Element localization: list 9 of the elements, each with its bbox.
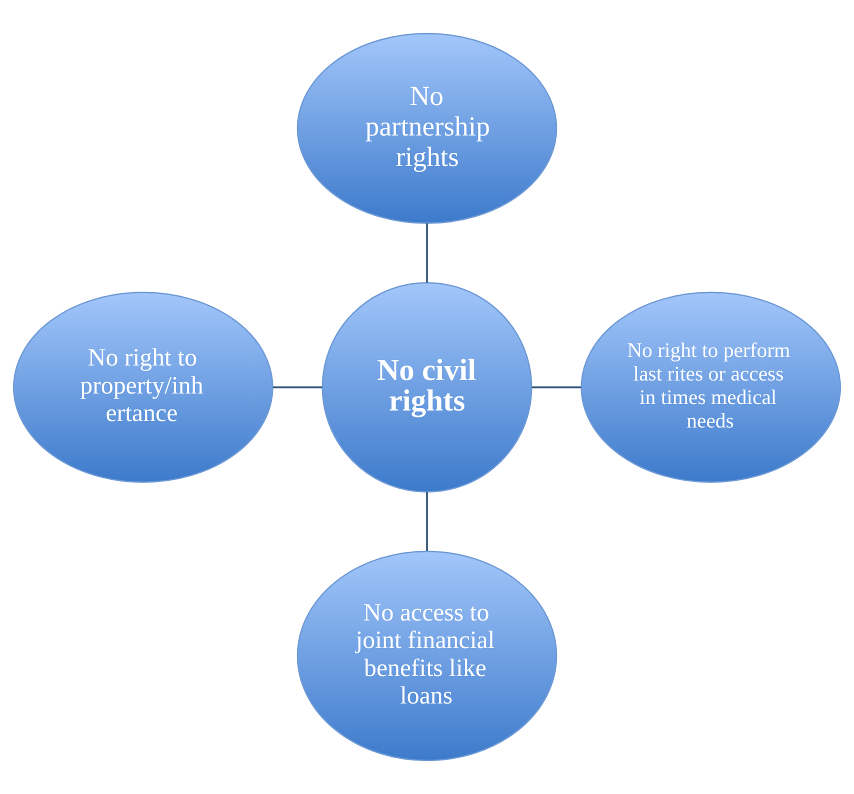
connector: [532, 386, 582, 388]
node-ellipse: No access to joint financial benefits like loans: [296, 550, 558, 762]
connector: [426, 492, 428, 551]
node-circle: No civil rights: [322, 282, 532, 493]
node-ellipse: No right to property/inh ertance: [13, 292, 274, 483]
node-ellipse: No right to perform last rites or access in times medical needs: [580, 292, 841, 483]
node-ellipse: No partnership rights: [296, 32, 558, 224]
connector: [272, 386, 322, 388]
connector: [426, 223, 428, 283]
